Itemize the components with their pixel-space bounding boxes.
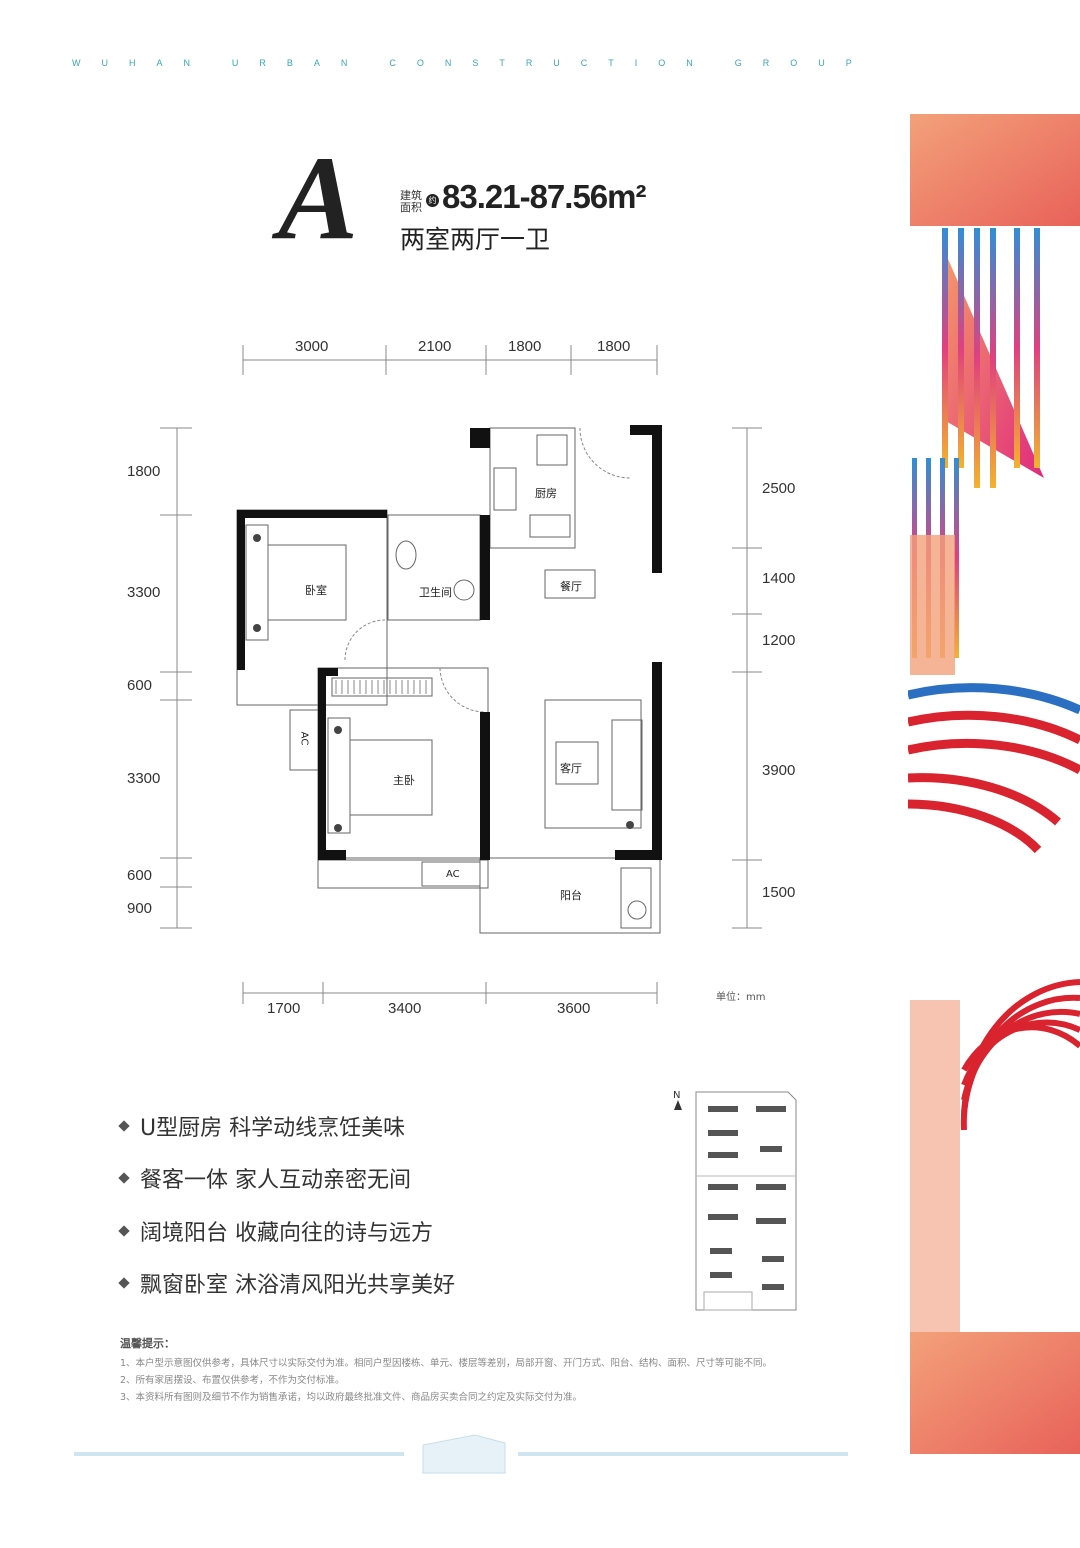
room-bathroom: 卫生间 <box>419 586 452 599</box>
ac-unit-2: AC <box>446 869 460 880</box>
brand-letter: B <box>286 58 293 68</box>
brand-letter: C <box>389 58 396 68</box>
room-dining: 餐厅 <box>560 580 582 593</box>
dim-bottom-2: 3400 <box>388 1000 422 1017</box>
brand-letter: I <box>634 58 638 68</box>
unit-note: 单位：mm <box>716 992 766 1003</box>
dim-top-3: 1800 <box>508 338 542 355</box>
decorative-sidebar <box>908 114 1080 1454</box>
brand-letter: R <box>762 58 770 68</box>
brand-letter: O <box>416 58 424 68</box>
ac-unit-1: AC <box>298 731 310 746</box>
note-3: 3、本资料所有图则及细节不作为销售承诺，均以政府最终批准文件、商品房买卖合同之约… <box>120 1392 583 1403</box>
dim-right-1: 2500 <box>762 480 796 497</box>
brand-letter: O <box>658 58 666 68</box>
brand-letter: N <box>183 58 190 68</box>
dim-top-2: 2100 <box>418 338 452 355</box>
feature-3: 阔境阳台 收藏向往的诗与远方 <box>118 1215 433 1247</box>
site-plan-thumbnail <box>674 1091 797 1311</box>
compass-north: N <box>673 1090 681 1101</box>
feature-1: U型厨房 科学动线烹饪美味 <box>118 1110 405 1142</box>
brand-letter: U <box>231 58 239 68</box>
dim-right-5: 1500 <box>762 884 796 901</box>
brand-letter: N <box>444 58 452 68</box>
brand-letter: R <box>525 58 533 68</box>
brand-letter: C <box>580 58 588 68</box>
room-kitchen: 厨房 <box>535 487 557 500</box>
dim-right-4: 3900 <box>762 762 796 779</box>
brand-letter: S <box>472 58 479 68</box>
brand-letter: N <box>686 58 693 68</box>
dim-left-3: 600 <box>127 677 153 694</box>
dim-left-4: 3300 <box>127 770 161 787</box>
building-logo <box>422 1434 506 1474</box>
note-1: 1、本户型示意图仅供参考，具体尺寸以实际交付为准。相同户型因楼栋、单元、楼层等差… <box>120 1358 773 1369</box>
area-label: 建筑面积 <box>400 189 422 214</box>
brand-letter: T <box>608 58 614 68</box>
brand-letter: R <box>259 58 266 68</box>
brand-letter: G <box>734 58 742 68</box>
brand-letter: T <box>499 58 505 68</box>
room-balcony: 阳台 <box>560 889 582 902</box>
dim-left-5: 600 <box>127 867 153 884</box>
dim-left-6: 900 <box>127 900 153 917</box>
dim-left-1: 1800 <box>127 463 161 480</box>
notes-title: 温馨提示： <box>120 1337 175 1350</box>
dim-right-3: 1200 <box>762 632 796 649</box>
dim-bottom-1: 1700 <box>267 1000 301 1017</box>
brand-letter: H <box>128 58 136 68</box>
note-2: 2、所有家居摆设、布置仅供参考，不作为交付标准。 <box>120 1375 345 1386</box>
brand-letter: O <box>790 58 798 68</box>
dim-right-2: 1400 <box>762 570 796 587</box>
unit-type-letter: A <box>278 131 359 264</box>
brand-letter: U <box>101 58 108 68</box>
area-value: 83.21-87.56m² <box>442 178 646 215</box>
brand-letter: A <box>156 58 163 68</box>
feature-2: 餐客一体 家人互动亲密无间 <box>118 1162 411 1194</box>
dim-top-1: 3000 <box>295 338 329 355</box>
dim-bottom-3: 3600 <box>557 1000 591 1017</box>
brand-letter: U <box>553 58 560 68</box>
area-approx-badge: 约 <box>426 194 439 207</box>
room-living: 客厅 <box>560 762 582 775</box>
brand-letter: N <box>340 58 348 68</box>
dim-left-2: 3300 <box>127 584 161 601</box>
brand-letter: U <box>818 58 825 68</box>
brand-letter: W <box>72 58 81 68</box>
brand-letter: A <box>313 58 320 68</box>
dim-top-4: 1800 <box>597 338 631 355</box>
layout-name: 两室两厅一卫 <box>400 225 551 254</box>
room-bedroom: 卧室 <box>305 584 327 597</box>
room-master-bedroom: 主卧 <box>393 774 415 787</box>
bottom-bar-right <box>518 1452 848 1456</box>
brand-letter: P <box>845 58 852 68</box>
feature-4: 飘窗卧室 沐浴清风阳光共享美好 <box>118 1267 455 1299</box>
bottom-bar-left <box>74 1452 404 1456</box>
